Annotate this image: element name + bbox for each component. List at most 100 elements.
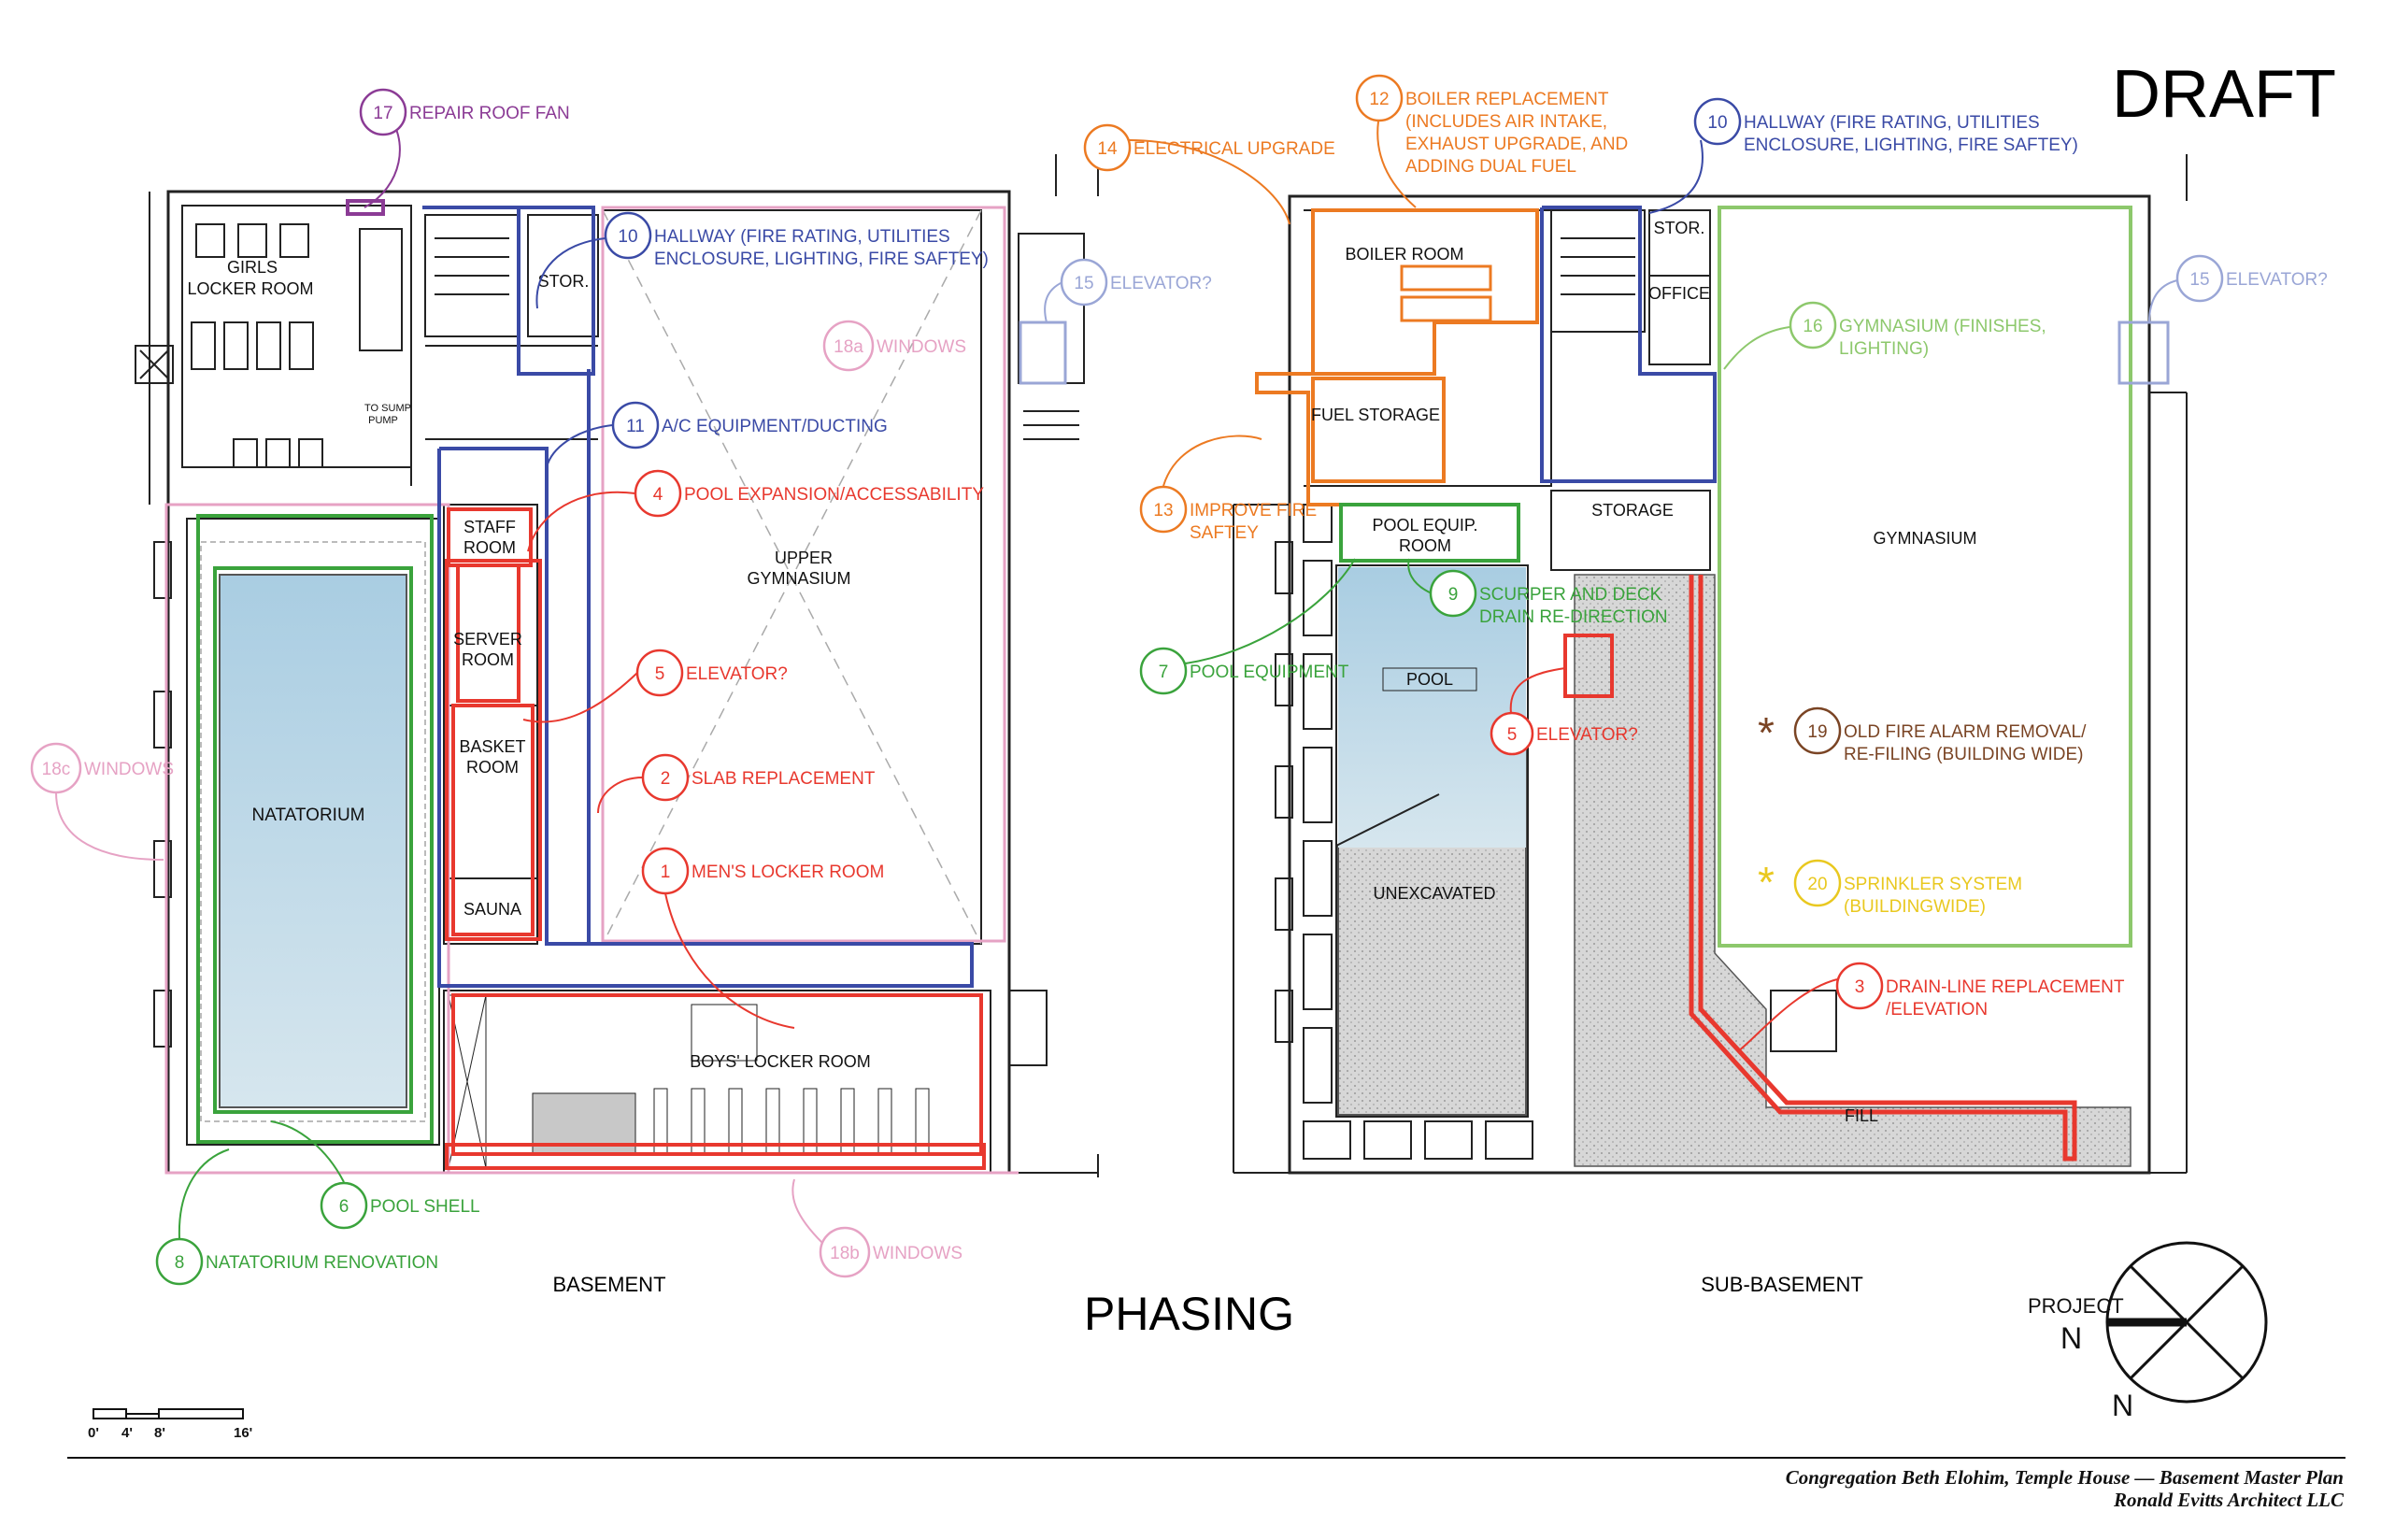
room-label: STOR.: [538, 272, 590, 291]
callout-bubble-1: [641, 847, 690, 895]
leader-line: [791, 1178, 823, 1244]
callout-number: 8: [175, 1253, 185, 1273]
stall: [279, 223, 309, 258]
basement-wall: [139, 349, 169, 379]
callout-text: DRAIN-LINE REPLACEMENT: [1886, 977, 2125, 997]
callout-number: 15: [2189, 270, 2209, 290]
slab-outline-red: [445, 1143, 986, 1170]
callout-text: HALLWAY (FIRE RATING, UTILITIES: [654, 227, 950, 247]
scale-label: 4': [121, 1425, 133, 1441]
leader-line: [1723, 326, 1790, 370]
stall: [191, 321, 216, 370]
callout-text: OLD FIRE ALARM REMOVAL/: [1844, 722, 2087, 742]
callout-text: SAFTEY: [1190, 523, 1259, 543]
leader-line: [1162, 435, 1262, 487]
draft-title: DRAFT: [2112, 57, 2336, 132]
callout-text: (BUILDINGWIDE): [1844, 897, 1986, 917]
stair-small: [691, 1004, 758, 1062]
scale-segment: [93, 1408, 127, 1419]
callout-bubble-16: [1789, 301, 1837, 349]
callout-text: ADDING DUAL FUEL: [1405, 157, 1576, 177]
callout-number: 14: [1097, 139, 1118, 159]
callout-number: 4: [653, 485, 663, 505]
callout-number: 3: [1855, 977, 1865, 997]
room-label: ROOM: [462, 650, 514, 669]
room-label: UPPER: [775, 549, 833, 567]
callout-number: 7: [1159, 663, 1169, 682]
bay: [1303, 747, 1333, 823]
leader-line: [1737, 978, 1838, 1052]
callout-number: 16: [1803, 317, 1822, 336]
boiler-unit-outline-orange: [1400, 264, 1492, 292]
room-label: STOR.: [1654, 219, 1705, 237]
callout-text: DRAIN RE-DIRECTION: [1479, 607, 1668, 627]
server-room-outline-red: [456, 563, 520, 703]
callout-bubble-5a: [635, 649, 684, 697]
sub-elevator-outline-red: [1563, 634, 1614, 698]
bay: [1303, 1120, 1351, 1160]
callout-bubble-6: [320, 1181, 368, 1230]
callout-text: GYMNASIUM (FINISHES,: [1839, 317, 2046, 336]
buttress: [153, 691, 172, 749]
callout-number: 11: [626, 417, 645, 436]
sub-buttress: [1275, 765, 1293, 819]
leader-line: [178, 1148, 230, 1239]
callout-bubble-20: [1793, 859, 1842, 907]
sub-buttress: [1275, 541, 1293, 594]
leader-line: [1509, 667, 1566, 720]
counter: [359, 228, 403, 351]
callout-text: /ELEVATION: [1886, 1000, 1988, 1020]
leader-line: [546, 424, 613, 468]
sub-buttress: [1275, 877, 1293, 931]
callout-text: WINDOWS: [873, 1244, 962, 1263]
callout-text: LIGHTING): [1839, 339, 1929, 359]
leader-line: [664, 892, 795, 1029]
callout-bubble-10a: [604, 211, 652, 260]
room-label: ROOM: [466, 758, 519, 777]
stall: [298, 438, 323, 468]
callout-number: 10: [618, 227, 637, 247]
gymnasium-outline-lightgreen: [1718, 206, 2132, 948]
stall: [223, 321, 249, 370]
room-label: GYMNASIUM: [747, 569, 850, 588]
callout-text: POOL EQUIPMENT: [1190, 663, 1349, 682]
room-label: STAFF: [463, 518, 516, 536]
callout-number: 5: [1507, 725, 1518, 745]
callout-number: 17: [373, 104, 392, 123]
boiler-room-outline-orange: [1311, 208, 1539, 376]
callout-text: A/C EQUIPMENT/DUCTING: [662, 417, 888, 436]
mens-locker-outline-red: [451, 993, 983, 1156]
callout-bubble-18c: [30, 742, 82, 794]
stall: [233, 438, 258, 468]
room-label: SAUNA: [463, 900, 521, 919]
buttress: [153, 541, 172, 599]
title-block-project: Congregation Beth Elohim, Temple House —…: [1786, 1466, 2344, 1489]
scale-segment: [158, 1408, 244, 1419]
callout-number: 18b: [830, 1244, 860, 1263]
room-label: ROOM: [463, 538, 516, 557]
leader-line: [535, 237, 606, 309]
leader-line: [1648, 139, 1704, 214]
callout-bubble-11: [611, 401, 660, 449]
scale-label: 16': [234, 1425, 252, 1441]
bay: [1303, 560, 1333, 636]
bay: [1303, 840, 1333, 917]
pool-edge: [1335, 793, 1440, 847]
leader-line: [597, 777, 644, 814]
leader-line: [55, 791, 164, 861]
callout-bubble-4: [634, 469, 682, 518]
basement-room-labels: GIRLS LOCKER ROOM STOR. TO SUMP PUMP STA…: [187, 258, 870, 1071]
roof-fan-outline-purple: [346, 199, 385, 216]
callout-text: MEN'S LOCKER ROOM: [691, 863, 884, 882]
callout-text: HALLWAY (FIRE RATING, UTILITIES: [1744, 113, 2040, 133]
sub-basement-plan: [1233, 154, 2188, 1175]
basket-sauna-outline-red: [451, 704, 535, 936]
room-label: UNEXCAVATED: [1373, 884, 1495, 903]
callout-text: SCURPER AND DECK: [1479, 585, 1662, 605]
asterisk-icon: *: [1758, 708, 1775, 757]
sub-basement-room-labels: BOILER ROOM FUEL STORAGE STOR. OFFICE ST…: [1311, 219, 1977, 1125]
room-label: BOILER ROOM: [1345, 245, 1463, 264]
leader-line: [1376, 121, 1417, 208]
windows-outline-pink: [601, 206, 1006, 943]
